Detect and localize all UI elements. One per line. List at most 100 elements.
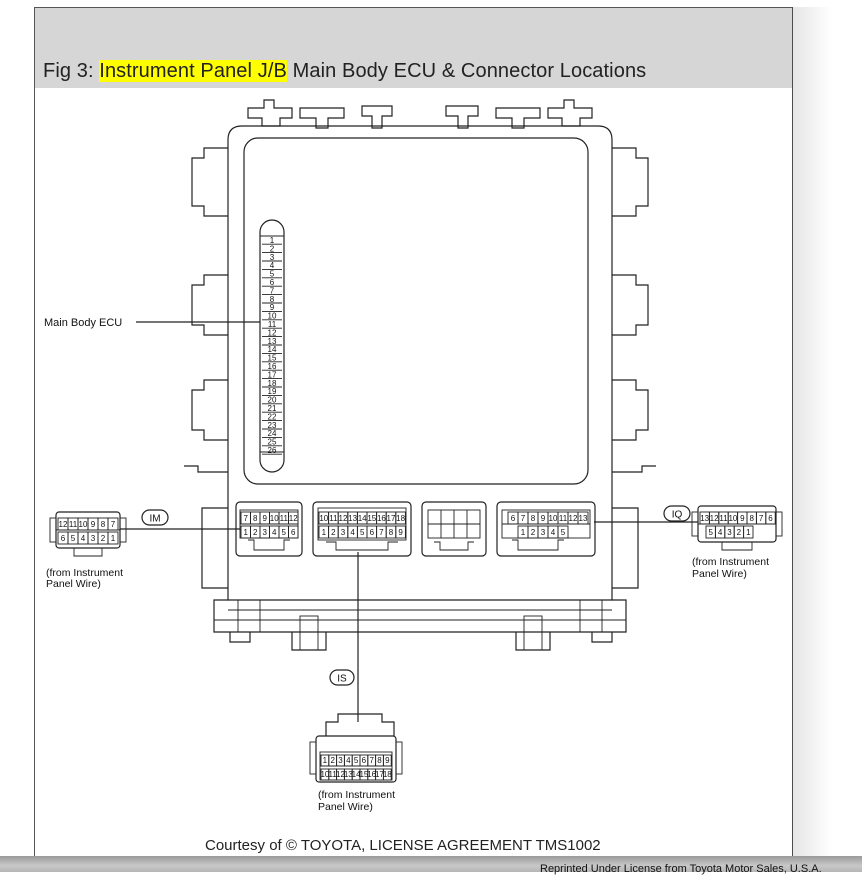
iq-ext-row1-cell: [765, 511, 776, 525]
iq-ext-row1-pin: 13: [700, 514, 709, 523]
is-ext-row2-pin: 18: [383, 770, 392, 779]
is-ext-row2-pin: 10: [320, 770, 329, 779]
im-ext-row1-pin: 12: [59, 520, 68, 529]
is-slot-row1-pin: 15: [367, 514, 376, 523]
iq-slot-row1-pin: 10: [549, 514, 558, 523]
is-slot-row2-pin: 5: [360, 528, 365, 537]
iq-slot-row1-pin: 13: [579, 514, 588, 523]
is-ext-row2-pin: 16: [367, 770, 376, 779]
is-ext-row1-pin: 8: [377, 756, 382, 765]
im-ext-row1-pin: 11: [69, 520, 78, 529]
ecu-pin: 13: [268, 337, 277, 346]
iq-slot-row2-pin: 5: [561, 528, 566, 537]
is-slot-row2-pin: 1: [322, 528, 327, 537]
im-ext-row1-pin: 10: [79, 520, 88, 529]
iq-ext-row2-pin: 4: [718, 528, 723, 537]
iq-slot-row2-pin: 1: [521, 528, 526, 537]
ecu-pin: 9: [270, 303, 275, 312]
is-slot-row2-pin: 8: [389, 528, 394, 537]
im-ext-row1-cell: [107, 517, 119, 531]
ecu-pin: 14: [268, 345, 277, 354]
connector-code-is: IS: [329, 669, 355, 686]
im-slot-row1-pin: 10: [270, 514, 279, 523]
iq-from-line2: Panel Wire): [692, 568, 747, 580]
is-ext-row1-pin: 7: [369, 756, 374, 765]
im-slot-row2-cell: [288, 525, 299, 539]
iq-slot-row2-cell: [557, 525, 569, 539]
im-ext-row2-pin: 5: [71, 534, 76, 543]
is-slot-row1-pin: 17: [387, 514, 396, 523]
iq-slot-row2-pin: 3: [541, 528, 546, 537]
im-from-line2: Panel Wire): [46, 578, 101, 590]
page-shadow: [792, 7, 832, 856]
title-highlight: Instrument Panel J/B: [99, 60, 287, 82]
iq-slot-row1-pin: 9: [541, 514, 546, 523]
title-bar: Fig 3: Instrument Panel J/B Main Body EC…: [35, 8, 792, 88]
is-ext-row1-pin: 3: [338, 756, 343, 765]
iq-ext-row1-pin: 12: [710, 514, 719, 523]
code-iq-text: IQ: [672, 510, 683, 521]
ecu-label: Main Body ECU: [44, 317, 122, 329]
im-slot-row1-pin: 7: [244, 514, 249, 523]
im-slot-row2-pin: 1: [244, 528, 249, 537]
title-suffix: Main Body ECU & Connector Locations: [286, 60, 647, 82]
iq-ext-row1-pin: 7: [759, 514, 764, 523]
ecu-pin: 5: [270, 270, 275, 279]
is-slot-row1-pin: 16: [377, 514, 386, 523]
ecu-pin: 22: [268, 412, 277, 421]
is-ext-row1-pin: 9: [385, 756, 390, 765]
is-ext-row2-pin: 14: [352, 770, 361, 779]
iq-ext-row1-pin: 11: [719, 514, 728, 523]
im-ext-row2-cell: [107, 531, 119, 545]
code-is-text: IS: [337, 674, 347, 685]
iq-ext-row2-pin: 5: [708, 528, 713, 537]
leader-lines: [120, 521, 698, 722]
im-ext-row2-pin: 2: [101, 534, 106, 543]
iq-ext-row2-pin: 2: [737, 528, 742, 537]
iq-slot-row1-pin: 12: [569, 514, 578, 523]
is-ext-row2-cell: [382, 768, 392, 781]
is-slot-row2-cell: [395, 525, 406, 539]
is-slot-row1-pin: 13: [348, 514, 357, 523]
is-ext-row1-pin: 2: [330, 756, 335, 765]
ecu-pin: 20: [268, 396, 277, 405]
is-ext-row2-pin: 13: [344, 770, 353, 779]
is-slot-row1-pin: 18: [396, 514, 405, 523]
im-ext-row1-pin: 8: [101, 520, 106, 529]
iq-ext-row1-pin: 6: [768, 514, 773, 523]
is-slot-row2-pin: 4: [350, 528, 355, 537]
iq-ext-row2-pin: 3: [727, 528, 732, 537]
iq-ext-row1-pin: 8: [749, 514, 754, 523]
im-ext-row1-pin: 7: [111, 520, 116, 529]
im-slot-row2-pin: 3: [263, 528, 268, 537]
iq-slot-row2-pin: 2: [531, 528, 536, 537]
iq-slot-row2-pin: 4: [551, 528, 556, 537]
ecu-pin: 10: [268, 312, 277, 321]
iq-ext-row2-cell: [743, 525, 754, 539]
im-slot-row2-pin: 2: [253, 528, 258, 537]
is-ext-row2-pin: 15: [359, 770, 368, 779]
im-ext-row2-pin: 1: [111, 534, 116, 543]
is-slot-row1-pin: 12: [339, 514, 348, 523]
im-slot-row2-pin: 5: [282, 528, 287, 537]
ecu-pin: 11: [268, 320, 277, 329]
is-ext-row1-pin: 1: [323, 756, 328, 765]
ecu-pin: 8: [270, 295, 275, 304]
is-from-line1: (from Instrument: [318, 789, 395, 801]
ecu-pin: 23: [268, 421, 277, 430]
ecu-pin: 4: [270, 261, 275, 270]
im-slot-row2-pin: 6: [291, 528, 296, 537]
is-ext-row2-pin: 11: [329, 770, 338, 779]
ecu-pin: 7: [270, 286, 275, 295]
main-body-ecu-connector: 1234567891011121314151617181920212223242…: [259, 219, 285, 473]
ecu-pin: 2: [270, 244, 275, 253]
connector-code-im: IM: [141, 509, 169, 526]
im-ext-row1-pin: 9: [91, 520, 96, 529]
iq-slot-row1-pin: 8: [531, 514, 536, 523]
im-ext-row2-pin: 3: [91, 534, 96, 543]
is-slot-row2-pin: 3: [341, 528, 346, 537]
is-from-line2: Panel Wire): [318, 801, 373, 813]
iq-from-line1: (from Instrument: [692, 556, 769, 568]
